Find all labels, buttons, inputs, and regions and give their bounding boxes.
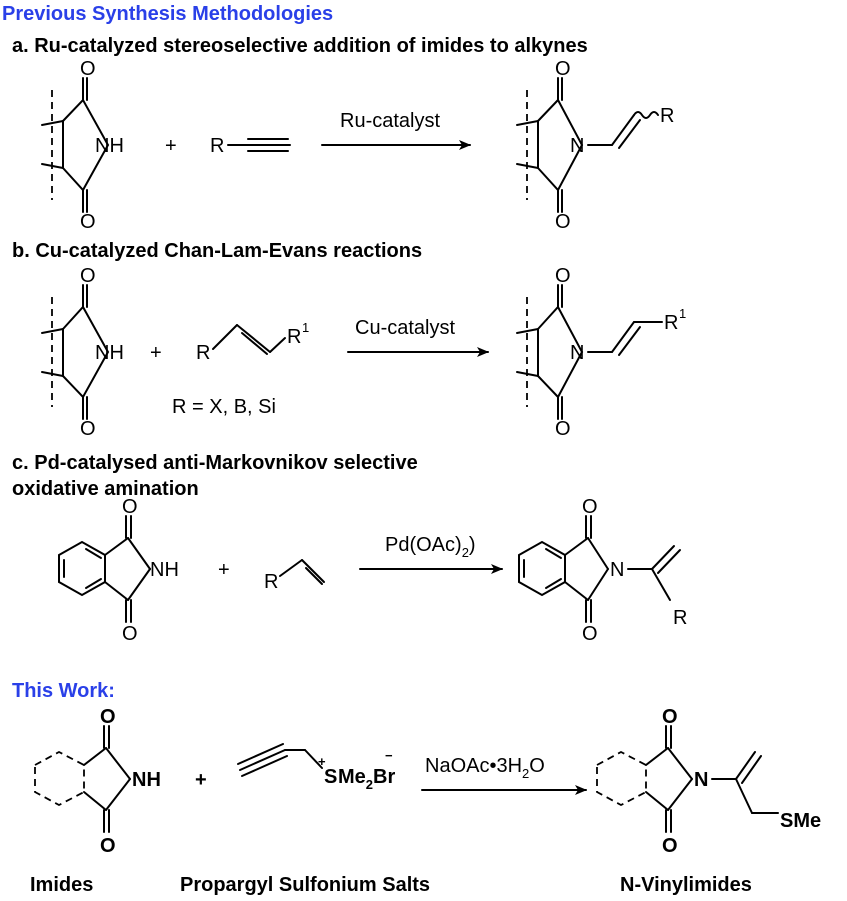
atom-label: O <box>555 265 571 287</box>
plus-sign: + <box>165 135 177 157</box>
atom-label: S <box>324 766 337 788</box>
atom-label: N <box>694 769 708 791</box>
atom-label: O <box>555 211 571 233</box>
atom-label: O <box>555 418 571 440</box>
atom-label: R <box>660 105 674 127</box>
imides-label: Imides <box>30 874 93 896</box>
plus-sign: + <box>195 769 207 791</box>
section-b-imide-reactant: O O NH <box>41 265 124 440</box>
atom-label: O <box>80 265 96 287</box>
atom-label: N <box>610 559 624 581</box>
substituent-note: R = X, B, Si <box>172 396 276 418</box>
atom-label: R <box>664 312 678 334</box>
atom-label: O <box>100 706 116 728</box>
sulfonium-salts-label: Propargyl Sulfonium Salts <box>180 874 430 896</box>
section-a-title: a. Ru-catalyzed stereoselective addition… <box>12 35 588 57</box>
section-c-alkene: R <box>264 559 325 593</box>
atom-label: R <box>264 571 278 593</box>
section-b-vinyl-reagent: R R 1 R = X, B, Si <box>172 320 309 418</box>
atom-label: NH <box>150 559 179 581</box>
propargyl-sulfonium-salt: S + Me2Br − <box>237 743 395 792</box>
reagent-label: Cu-catalyst <box>355 317 455 339</box>
atom-label: R <box>196 342 210 364</box>
positive-charge: + <box>318 754 326 769</box>
atom-label: O <box>80 418 96 440</box>
atom-label: O <box>582 623 598 645</box>
reagent-label: Pd(OAc)2) <box>385 534 476 560</box>
atom-label: O <box>100 835 116 857</box>
atom-label: Me2Br <box>338 766 395 792</box>
this-work-imide: O O NH <box>34 706 161 857</box>
atom-label: SMe <box>780 810 821 832</box>
section-c-phthalimide: O O NH <box>58 496 179 645</box>
atom-label: O <box>662 835 678 857</box>
atom-label: N <box>570 135 584 157</box>
section-a-imide-reactant: O O NH <box>41 58 124 233</box>
atom-label: R <box>210 135 224 157</box>
atom-label: O <box>80 58 96 80</box>
section-c-title-line1: c. Pd-catalysed anti-Markovnikov selecti… <box>12 452 418 474</box>
atom-label: NH <box>132 769 161 791</box>
atom-label: O <box>582 496 598 518</box>
atom-label: O <box>122 623 138 645</box>
this-work-title: This Work: <box>12 680 115 702</box>
section-c-product: O O N R <box>518 496 687 645</box>
atom-label: NH <box>95 135 124 157</box>
reagent-label: Ru-catalyst <box>340 110 440 132</box>
section-c-title-line2: oxidative amination <box>12 478 199 500</box>
section-a-alkyne: R <box>210 135 291 157</box>
atom-label: O <box>555 58 571 80</box>
section-a-product: O O N R <box>516 58 674 233</box>
product-label: N-Vinylimides <box>620 874 752 896</box>
negative-charge: − <box>385 748 393 763</box>
atom-label: R <box>673 607 687 629</box>
atom-label: NH <box>95 342 124 364</box>
superscript: 1 <box>302 320 309 335</box>
reagent-label: NaOAc•3H2O <box>425 755 545 781</box>
section-b-title: b. Cu-catalyzed Chan-Lam-Evans reactions <box>12 240 422 262</box>
page-title: Previous Synthesis Methodologies <box>2 3 333 25</box>
atom-label: O <box>80 211 96 233</box>
n-vinylimide-product: O O N SMe <box>596 706 821 857</box>
atom-label: R <box>287 326 301 348</box>
section-b-product: O O N R 1 <box>516 265 686 440</box>
atom-label: O <box>662 706 678 728</box>
superscript: 1 <box>679 306 686 321</box>
plus-sign: + <box>218 559 230 581</box>
atom-label: O <box>122 496 138 518</box>
plus-sign: + <box>150 342 162 364</box>
atom-label: N <box>570 342 584 364</box>
